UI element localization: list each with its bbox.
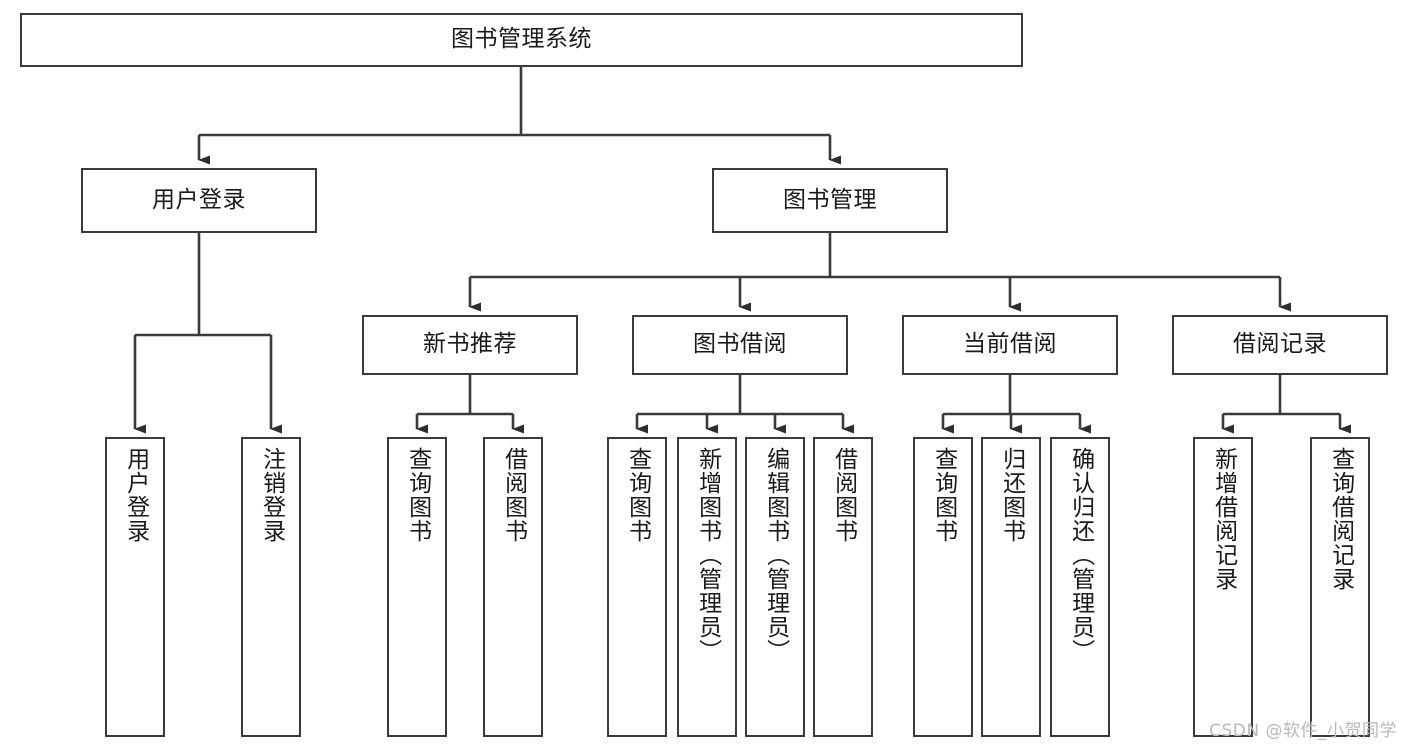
leaf-logout-login[interactable]: 注销登录 <box>241 437 301 737</box>
leaf-return-book[interactable]: 归还图书 <box>981 437 1041 737</box>
leaf-query-borrow-record[interactable]: 查询借阅记录 <box>1310 437 1370 737</box>
node-book-management[interactable]: 图书管理 <box>712 168 948 233</box>
node-book-borrow[interactable]: 图书借阅 <box>632 315 848 375</box>
leaf-query-borrow-record-label: 查询借阅记录 <box>1327 447 1354 591</box>
node-user-login-label: 用户登录 <box>152 186 246 213</box>
leaf-borrow-query-book[interactable]: 查询图书 <box>607 437 667 737</box>
leaf-edit-book-admin-label: 编辑图书（管理员） <box>762 447 789 663</box>
node-current-borrow[interactable]: 当前借阅 <box>902 315 1118 375</box>
csdn-watermark: CSDN @软件_小贺同学 <box>1209 721 1397 741</box>
leaf-new-book-borrow-book[interactable]: 借阅图书 <box>483 437 543 737</box>
leaf-current-query-book[interactable]: 查询图书 <box>913 437 973 737</box>
leaf-user-login-label: 用户登录 <box>122 447 149 543</box>
leaf-logout-login-label: 注销登录 <box>258 447 285 543</box>
leaf-confirm-return-admin-label: 确认归还（管理员） <box>1067 447 1094 663</box>
node-root[interactable]: 图书管理系统 <box>20 13 1023 67</box>
leaf-borrow-book-label: 借阅图书 <box>830 447 857 543</box>
leaf-add-book-admin[interactable]: 新增图书（管理员） <box>677 437 737 737</box>
node-new-book-recommend[interactable]: 新书推荐 <box>362 315 578 375</box>
node-root-label: 图书管理系统 <box>451 26 592 53</box>
leaf-edit-book-admin[interactable]: 编辑图书（管理员） <box>745 437 805 737</box>
leaf-borrow-query-book-label: 查询图书 <box>624 447 651 543</box>
node-borrow-record[interactable]: 借阅记录 <box>1172 315 1388 375</box>
leaf-user-login[interactable]: 用户登录 <box>105 437 165 737</box>
leaf-current-query-book-label: 查询图书 <box>930 447 957 543</box>
leaf-borrow-book[interactable]: 借阅图书 <box>813 437 873 737</box>
leaf-add-book-admin-label: 新增图书（管理员） <box>694 447 721 663</box>
leaf-new-book-query-book-label: 查询图书 <box>404 447 431 543</box>
node-user-login[interactable]: 用户登录 <box>81 168 317 233</box>
leaf-return-book-label: 归还图书 <box>998 447 1025 543</box>
leaf-add-borrow-record[interactable]: 新增借阅记录 <box>1193 437 1253 737</box>
node-borrow-record-label: 借阅记录 <box>1233 331 1327 358</box>
leaf-confirm-return-admin[interactable]: 确认归还（管理员） <box>1050 437 1110 737</box>
leaf-new-book-borrow-book-label: 借阅图书 <box>500 447 527 543</box>
leaf-new-book-query-book[interactable]: 查询图书 <box>387 437 447 737</box>
node-book-management-label: 图书管理 <box>783 186 877 213</box>
leaf-add-borrow-record-label: 新增借阅记录 <box>1210 447 1237 591</box>
node-new-book-recommend-label: 新书推荐 <box>423 331 517 358</box>
node-current-borrow-label: 当前借阅 <box>963 331 1057 358</box>
node-book-borrow-label: 图书借阅 <box>693 331 787 358</box>
